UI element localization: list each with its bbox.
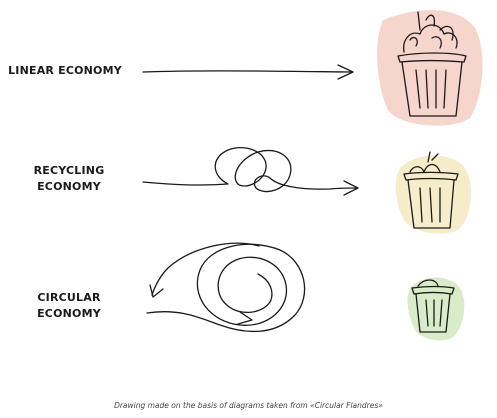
caption: Drawing made on the basis of diagrams ta…	[114, 401, 383, 410]
label-line: RECYCLING	[33, 164, 105, 177]
label-line: LINEAR ECONOMY	[8, 64, 122, 77]
label-line: ECONOMY	[37, 180, 101, 193]
label-line: ECONOMY	[37, 307, 101, 320]
label-recycling-economy: RECYCLING ECONOMY	[26, 163, 112, 195]
circular-spiral-arrow-icon	[146, 242, 306, 333]
label-line: CIRCULAR	[37, 291, 101, 304]
linear-trash-can-icon	[377, 10, 483, 126]
label-linear-economy: LINEAR ECONOMY	[6, 63, 124, 79]
circular-trash-can-icon	[407, 277, 465, 341]
recycling-scribble-loop-icon	[142, 146, 359, 196]
label-circular-economy: CIRCULAR ECONOMY	[26, 290, 112, 322]
linear-arrow-icon	[142, 64, 354, 80]
recycling-trash-can-icon	[395, 151, 472, 234]
